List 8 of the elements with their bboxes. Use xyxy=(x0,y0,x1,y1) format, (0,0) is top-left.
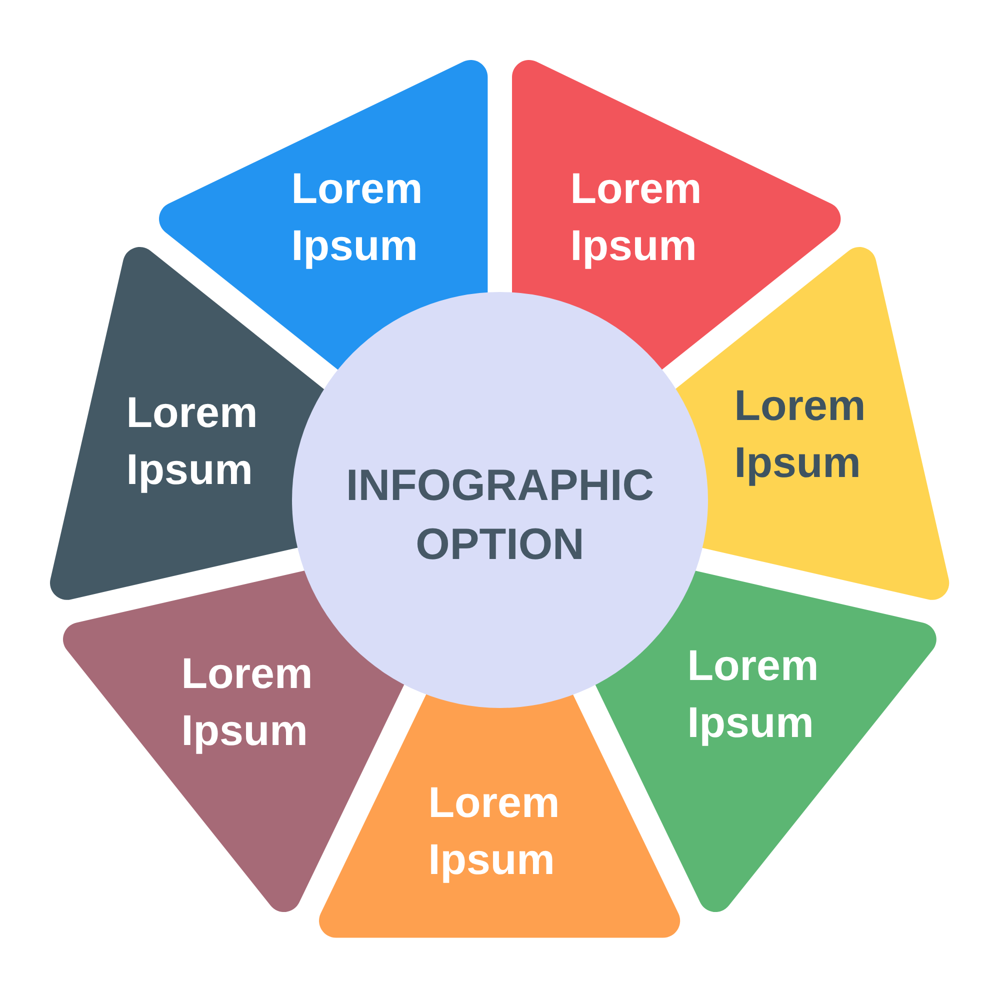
segment-label: Lorem Ipsum xyxy=(428,778,560,886)
center-title: INFOGRAPHIC OPTION xyxy=(346,460,654,571)
segment-label: Lorem Ipsum xyxy=(570,164,702,272)
segment-label: Lorem Ipsum xyxy=(126,388,258,496)
segment-label: Lorem Ipsum xyxy=(291,164,423,272)
segment-label: Lorem Ipsum xyxy=(687,640,819,749)
segment-label: Lorem Ipsum xyxy=(181,648,313,757)
segment-label: Lorem Ipsum xyxy=(734,380,866,489)
